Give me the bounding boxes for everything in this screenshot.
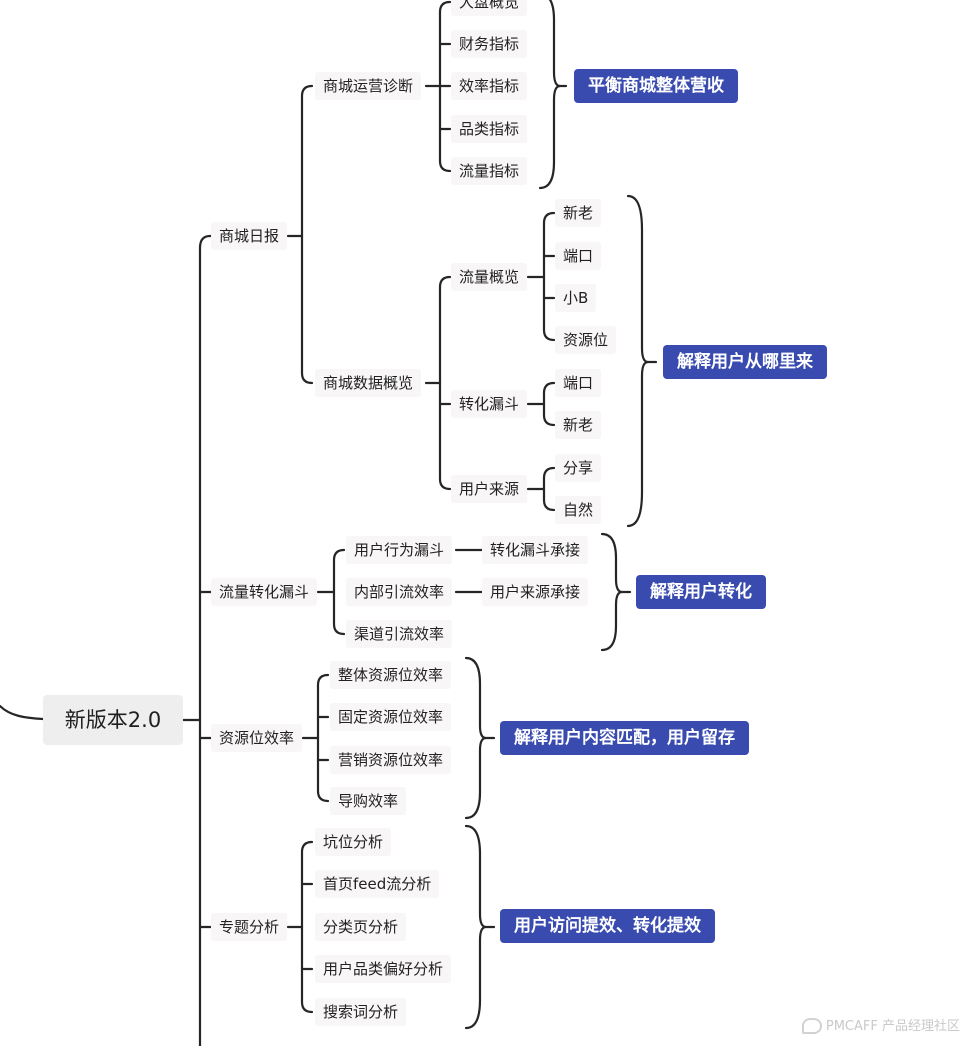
node-funnel-item[interactable]: 新老 [555,411,602,439]
node-conversion-funnel[interactable]: 转化漏斗 [451,390,528,418]
summary-tag-explain-source[interactable]: 解释用户从哪里来 [663,345,827,379]
node-funnel-sub[interactable]: 渠道引流效率 [346,620,453,648]
node-topic-item[interactable]: 分类页分析 [315,913,407,941]
node-ops-item[interactable]: 大盘概览 [451,0,528,16]
node-resource-item[interactable]: 固定资源位效率 [330,703,452,731]
node-traffic-item[interactable]: 新老 [555,199,602,227]
node-traffic-item[interactable]: 端口 [555,242,602,270]
node-source-item[interactable]: 分享 [555,454,602,482]
node-resource-item[interactable]: 整体资源位效率 [330,661,452,689]
node-resource-efficiency[interactable]: 资源位效率 [211,724,303,752]
node-ops-item[interactable]: 品类指标 [451,115,528,143]
node-topic-item[interactable]: 搜索词分析 [315,998,407,1026]
node-topic-item[interactable]: 坑位分析 [315,828,392,856]
node-ops-item[interactable]: 流量指标 [451,157,528,185]
node-ops-diagnosis[interactable]: 商城运营诊断 [315,72,422,100]
watermark-text: PMCAFF 产品经理社区 [825,1018,960,1034]
node-funnel-sub-child[interactable]: 转化漏斗承接 [482,536,589,564]
node-topic-item[interactable]: 用户品类偏好分析 [315,955,452,983]
node-funnel-sub-child[interactable]: 用户来源承接 [482,578,589,606]
node-topic-item[interactable]: 首页feed流分析 [315,870,440,898]
node-funnel-sub[interactable]: 内部引流效率 [346,578,453,606]
root-node[interactable]: 新版本2.0 [43,695,183,745]
node-resource-item[interactable]: 导购效率 [330,787,407,815]
summary-tag-explain-retention[interactable]: 解释用户内容匹配，用户留存 [500,721,749,755]
watermark: PMCAFF 产品经理社区 [801,1015,960,1034]
node-ops-item[interactable]: 效率指标 [451,72,528,100]
node-source-item[interactable]: 自然 [555,496,602,524]
summary-tag-explain-conversion[interactable]: 解释用户转化 [636,575,766,609]
node-mall-daily[interactable]: 商城日报 [211,222,288,250]
node-funnel-item[interactable]: 端口 [555,369,602,397]
node-ops-item[interactable]: 财务指标 [451,30,528,58]
node-traffic-item[interactable]: 资源位 [555,326,617,354]
chat-bubble-icon [801,1018,822,1034]
summary-tag-balance-revenue[interactable]: 平衡商城整体营收 [574,69,738,103]
node-resource-item[interactable]: 营销资源位效率 [330,746,452,774]
node-traffic-overview[interactable]: 流量概览 [451,263,528,291]
node-user-source[interactable]: 用户来源 [451,475,528,503]
node-traffic-funnel[interactable]: 流量转化漏斗 [211,578,318,606]
node-funnel-sub[interactable]: 用户行为漏斗 [346,536,453,564]
node-traffic-item[interactable]: 小B [555,284,597,312]
summary-tag-visit-efficiency[interactable]: 用户访问提效、转化提效 [500,909,715,943]
node-topic-analysis[interactable]: 专题分析 [211,913,288,941]
node-data-overview[interactable]: 商城数据概览 [315,369,422,397]
